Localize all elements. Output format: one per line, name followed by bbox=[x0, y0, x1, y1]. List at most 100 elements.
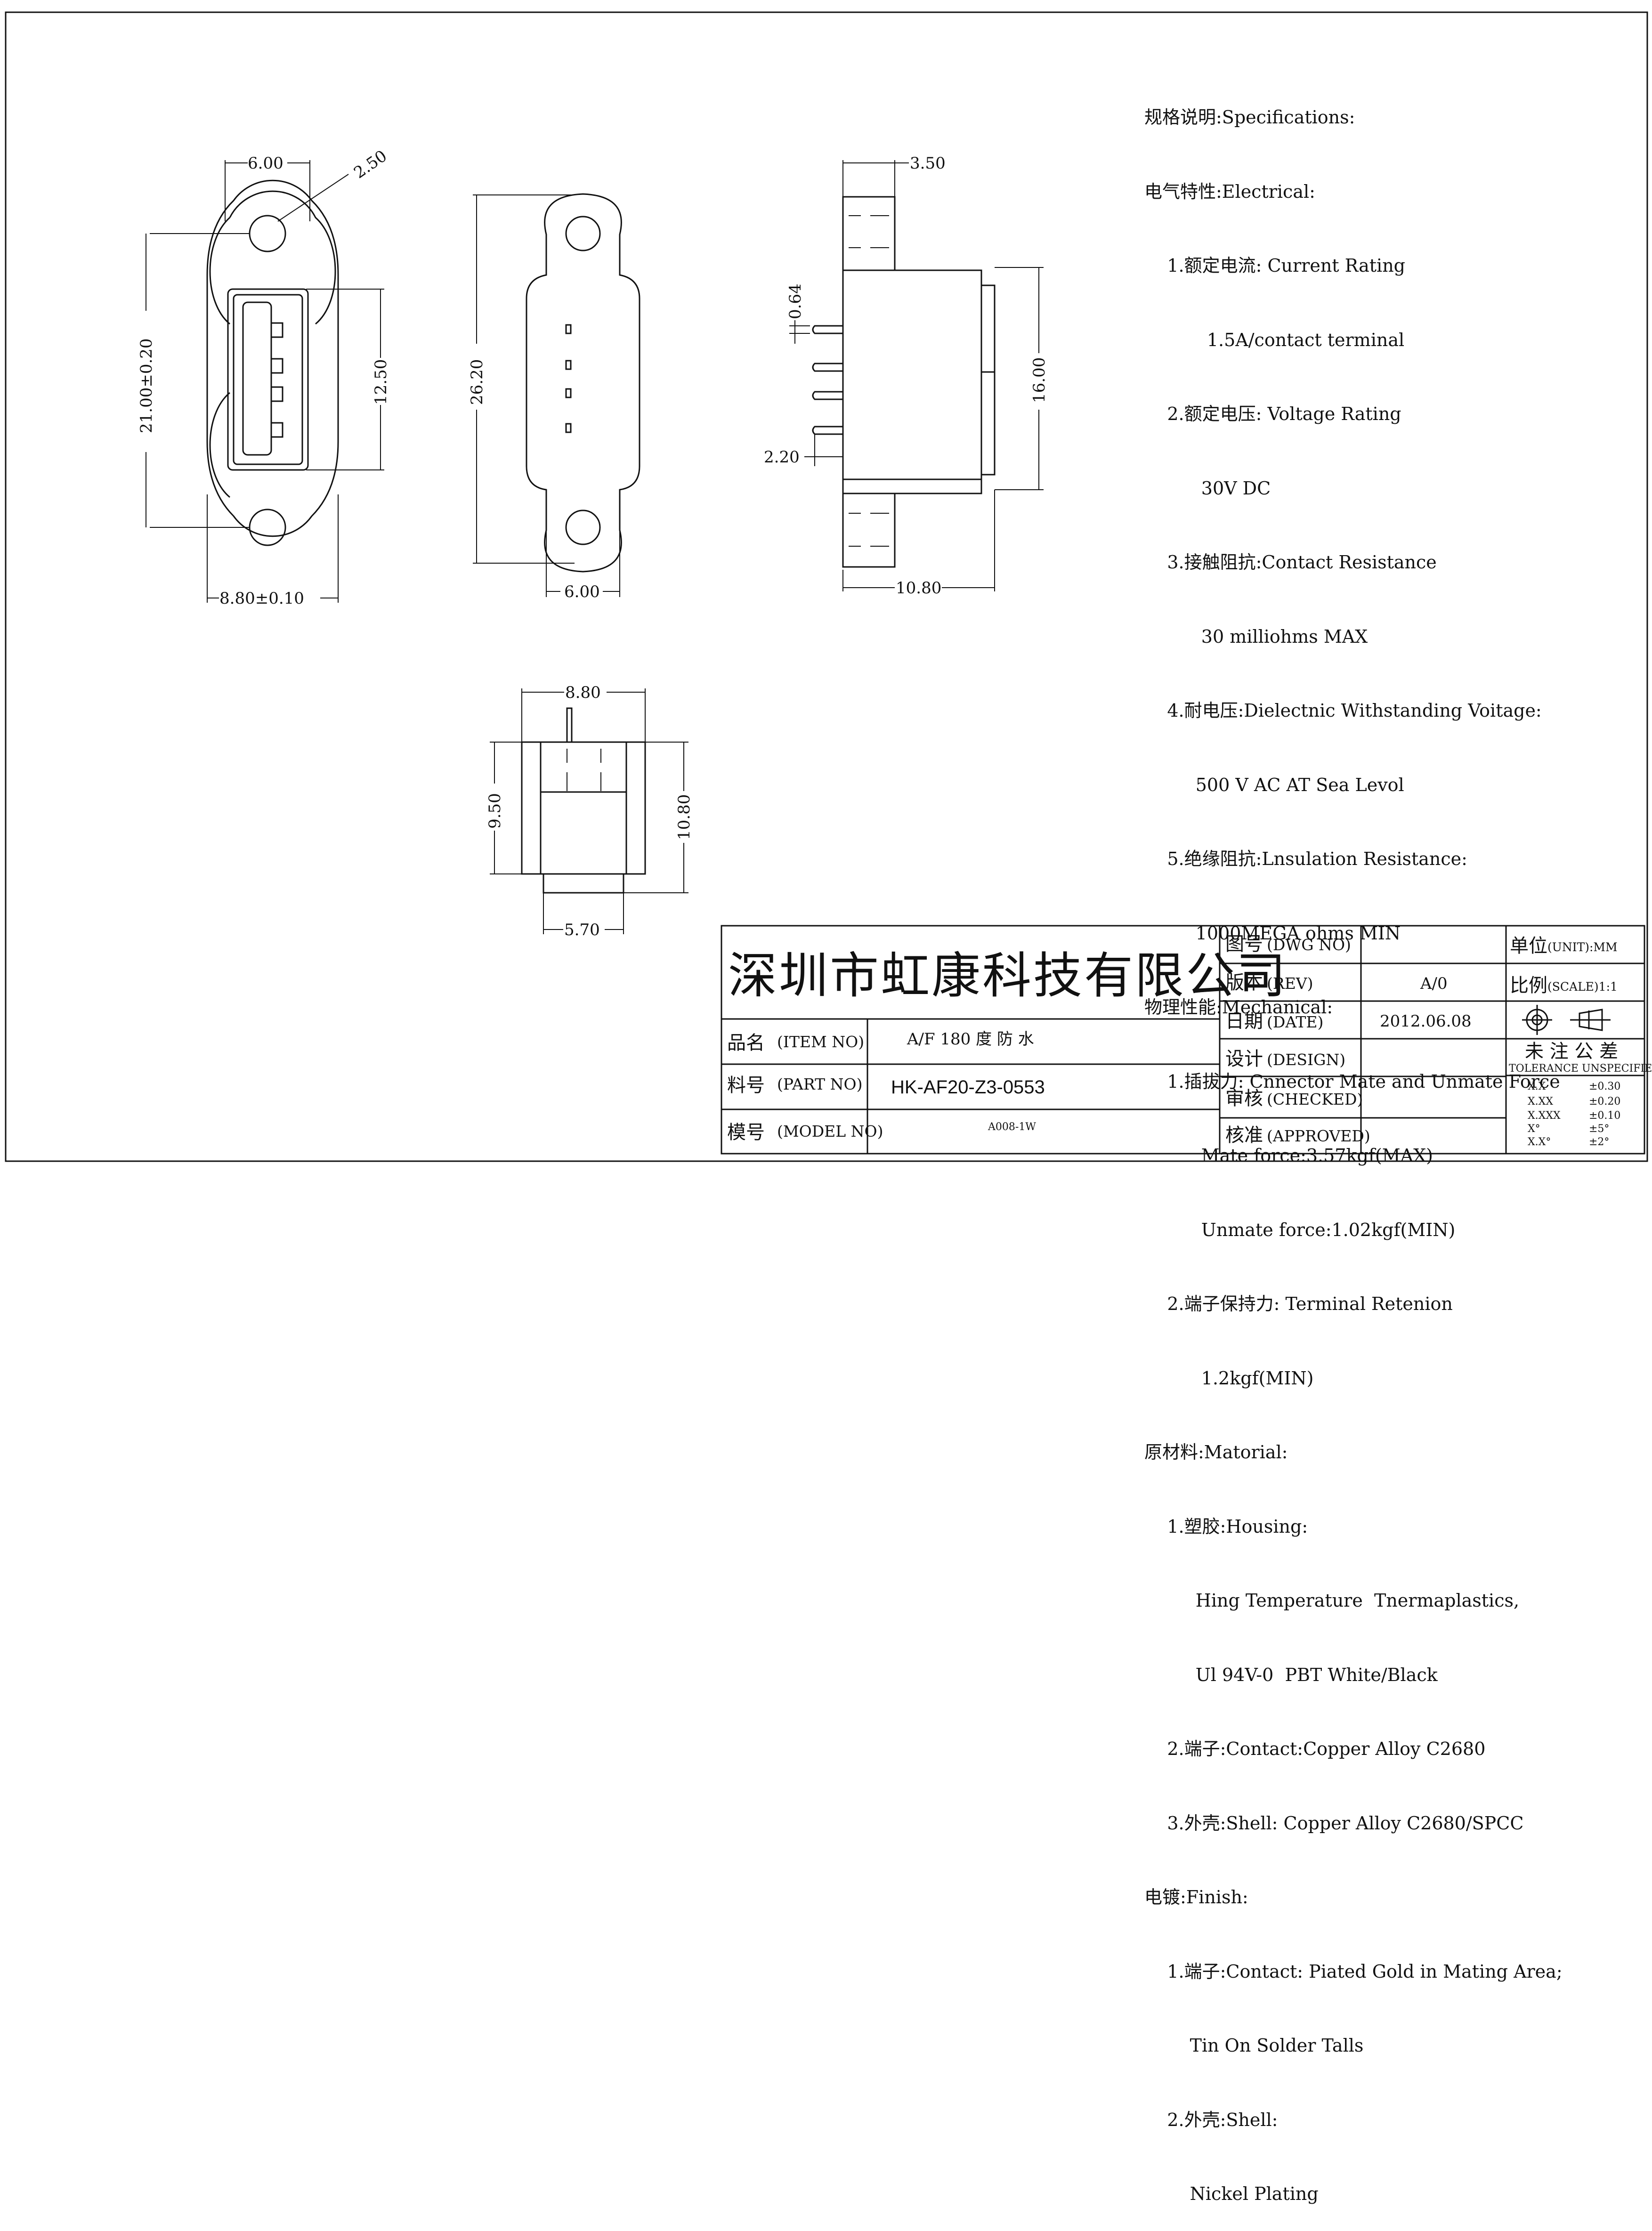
front-bottom-hole bbox=[249, 509, 286, 546]
dwg-label-en: (DWG NO) bbox=[1267, 936, 1351, 954]
dim-side-top-width: 3.50 bbox=[910, 154, 946, 173]
dim-front-height: 21.00±0.20 bbox=[137, 338, 156, 433]
dim-bottom-width: 5.70 bbox=[564, 921, 600, 939]
projection-symbol-icon bbox=[1522, 1005, 1611, 1035]
side-dimensions bbox=[789, 160, 1044, 591]
spec-line: 4.耐电压:Dielectnic Withstanding Voitage: bbox=[1144, 700, 1542, 721]
side-pin-4 bbox=[812, 426, 843, 435]
side-shell-lip bbox=[980, 284, 996, 476]
front-tongue bbox=[242, 301, 272, 456]
item-label: 品名 bbox=[727, 1032, 765, 1054]
tol-key-1: X.X bbox=[1528, 1081, 1546, 1092]
bottom-dashes bbox=[567, 749, 601, 791]
back-dimensions bbox=[473, 194, 620, 597]
date-value: 2012.06.08 bbox=[1380, 1012, 1472, 1031]
drawing-sheet: 6.00 2.50 21.00±0.20 12.50 8.80±0.10 26.… bbox=[5, 11, 1652, 1162]
spec-line: 1000MEGA ohms MIN bbox=[1144, 922, 1401, 944]
design-label: 设计 bbox=[1225, 1048, 1263, 1070]
back-view bbox=[526, 193, 640, 573]
front-view bbox=[206, 179, 339, 546]
dim-bottom-left-height: 9.50 bbox=[486, 793, 504, 829]
dim-front-top-width: 6.00 bbox=[248, 154, 283, 173]
spec-line: 1.5A/contact terminal bbox=[1144, 329, 1405, 350]
unit-value: (UNIT):MM bbox=[1547, 940, 1618, 954]
back-pin-4 bbox=[565, 423, 572, 433]
front-outline bbox=[206, 179, 339, 537]
spec-line: Tin On Solder Talls bbox=[1144, 2035, 1364, 2056]
spec-line: Unmate force:1.02kgf(MIN) bbox=[1144, 1219, 1456, 1240]
item-value: A/F 180 度 防 水 bbox=[907, 1030, 1034, 1049]
tol-key-5: X.X° bbox=[1528, 1136, 1551, 1148]
spec-line: 2.额定电压: Voltage Rating bbox=[1144, 404, 1401, 424]
spec-line: 5.绝缘阻抗:Lnsulation Resistance: bbox=[1144, 849, 1467, 869]
item-label-en: (ITEM NO) bbox=[777, 1033, 864, 1051]
dim-side-bottom-width: 10.80 bbox=[896, 579, 941, 598]
tol-val-2: ±0.20 bbox=[1589, 1096, 1620, 1107]
spec-line: 1.端子:Contact: Piated Gold in Mating Area… bbox=[1144, 1961, 1563, 1982]
spec-line: 物理性能:Mechanical: bbox=[1144, 997, 1333, 1018]
model-label-en: (MODEL NO) bbox=[777, 1122, 883, 1140]
back-bottom-hole bbox=[565, 509, 601, 545]
part-label: 料号 bbox=[727, 1075, 765, 1096]
front-shell-outer bbox=[227, 288, 309, 471]
bottom-top-cap bbox=[540, 741, 627, 793]
side-body bbox=[842, 269, 982, 494]
part-label-en: (PART NO) bbox=[777, 1075, 862, 1093]
spec-line: 1.插拔力: Cnnector Mate and Unmate Force bbox=[1144, 1071, 1560, 1092]
tol-val-3: ±0.10 bbox=[1589, 1110, 1620, 1122]
dwg-label: 图号 bbox=[1225, 933, 1263, 955]
sheet-border bbox=[5, 11, 1648, 1162]
front-shell-inner bbox=[233, 294, 303, 465]
rev-label: 版本 bbox=[1225, 972, 1263, 994]
side-pin-2 bbox=[812, 363, 843, 372]
side-bottom-flange bbox=[842, 493, 896, 568]
side-flange-dashes bbox=[849, 215, 889, 547]
title-block bbox=[721, 925, 1645, 1155]
spec-line: 电镀:Finish: bbox=[1144, 1887, 1248, 1908]
scale-value: (SCALE)1:1 bbox=[1547, 980, 1618, 994]
approved-label: 核准 bbox=[1225, 1124, 1263, 1146]
spec-line: 原材料:Matorial: bbox=[1144, 1442, 1288, 1463]
bottom-view bbox=[521, 707, 646, 894]
front-top-hole bbox=[249, 215, 286, 252]
tol-key-4: X° bbox=[1528, 1123, 1540, 1135]
tol-val-5: ±2° bbox=[1589, 1136, 1609, 1148]
spec-line: 1.额定电流: Current Rating bbox=[1144, 255, 1406, 276]
side-top-flange bbox=[842, 196, 896, 271]
spec-line: 规格说明:Specifications: bbox=[1144, 107, 1355, 128]
spec-line: 2.端子:Contact:Copper Alloy C2680 bbox=[1144, 1738, 1486, 1759]
dim-side-pin-length: 2.20 bbox=[764, 448, 800, 467]
approved-label-en: (APPROVED) bbox=[1267, 1127, 1370, 1145]
design-label-en: (DESIGN) bbox=[1267, 1051, 1345, 1069]
date-label-en: (DATE) bbox=[1267, 1013, 1323, 1031]
back-top-hole bbox=[565, 216, 601, 251]
front-pin-1 bbox=[270, 322, 283, 338]
date-label: 日期 bbox=[1225, 1010, 1263, 1032]
bottom-dimensions bbox=[490, 688, 688, 934]
specifications-block: 规格说明:Specifications: 电气特性:Electrical: 1.… bbox=[1144, 56, 1634, 2231]
tol-key-3: X.XXX bbox=[1528, 1110, 1561, 1122]
rev-label-en: (REV) bbox=[1267, 974, 1313, 993]
model-value: A008-1W bbox=[988, 1121, 1036, 1133]
dim-back-height: 26.20 bbox=[468, 359, 486, 405]
spec-line: Nickel Plating bbox=[1144, 2183, 1319, 2204]
spec-line: 2.端子保持力: Terminal Retenion bbox=[1144, 1293, 1453, 1314]
spec-line: Mate force:3.57kgf(MAX) bbox=[1144, 1145, 1433, 1166]
spec-line: Ul 94V-0 PBT White/Black bbox=[1144, 1664, 1438, 1685]
spec-line: 2.外壳:Shell: bbox=[1144, 2109, 1278, 2130]
spec-line: 30 milliohms MAX bbox=[1144, 626, 1368, 647]
back-pin-1 bbox=[565, 324, 572, 334]
tolerance-title: 未 注 公 差 bbox=[1525, 1041, 1618, 1062]
spec-line: 电气特性:Electrical: bbox=[1144, 181, 1315, 202]
bottom-pin bbox=[566, 707, 573, 743]
tol-key-2: X.XX bbox=[1528, 1096, 1553, 1107]
dim-front-port-height: 12.50 bbox=[372, 359, 390, 405]
front-pin-2 bbox=[270, 358, 283, 374]
spec-line: 30V DC bbox=[1144, 477, 1271, 499]
tol-val-4: ±5° bbox=[1589, 1123, 1609, 1135]
bottom-lip bbox=[543, 873, 624, 894]
spec-line: 1.2kgf(MIN) bbox=[1144, 1367, 1314, 1389]
scale-label: 比例 bbox=[1510, 975, 1547, 996]
spec-line: 3.接触阻抗:Contact Resistance bbox=[1144, 552, 1437, 573]
part-value: HK-AF20-Z3-0553 bbox=[891, 1077, 1045, 1098]
